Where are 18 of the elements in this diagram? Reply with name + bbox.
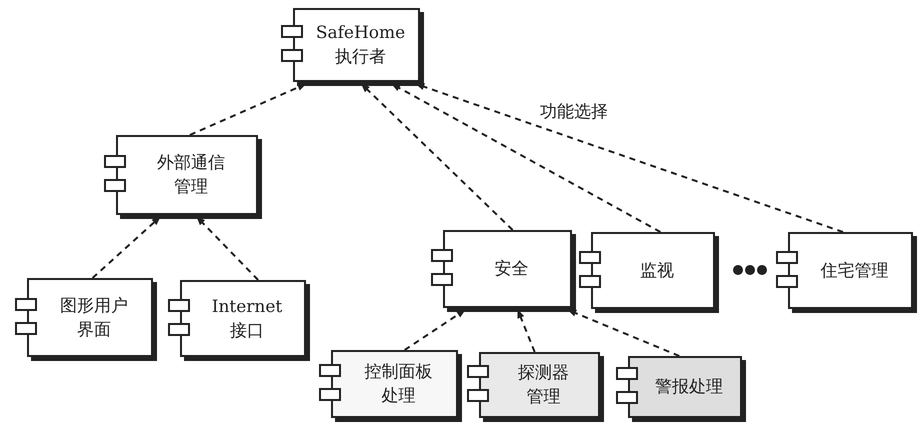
component-label: 监视 xyxy=(640,260,674,282)
dependency-arrow xyxy=(196,216,259,281)
component-label: Internet 接口 xyxy=(210,296,284,342)
component-label: 控制面板处理 xyxy=(364,361,434,408)
dependency-arrow xyxy=(189,83,307,136)
component-label: 外部通信管理 xyxy=(156,152,226,199)
component-label: 住宅管理 xyxy=(820,260,888,282)
component-label: SafeHome 执行者 xyxy=(314,22,406,69)
component-label: 安全 xyxy=(494,258,528,281)
component-label: 图形用户界面 xyxy=(59,294,129,342)
component-label: 警报处理 xyxy=(655,376,723,399)
dependency-arrow xyxy=(391,83,661,233)
component-label: 探测器管理 xyxy=(517,362,570,409)
dependency-arrow xyxy=(516,309,536,352)
dependency-arrow xyxy=(404,309,466,351)
dependency-arrow xyxy=(92,216,161,279)
dependency-arrow xyxy=(567,309,680,357)
dependency-arrow xyxy=(360,83,514,231)
